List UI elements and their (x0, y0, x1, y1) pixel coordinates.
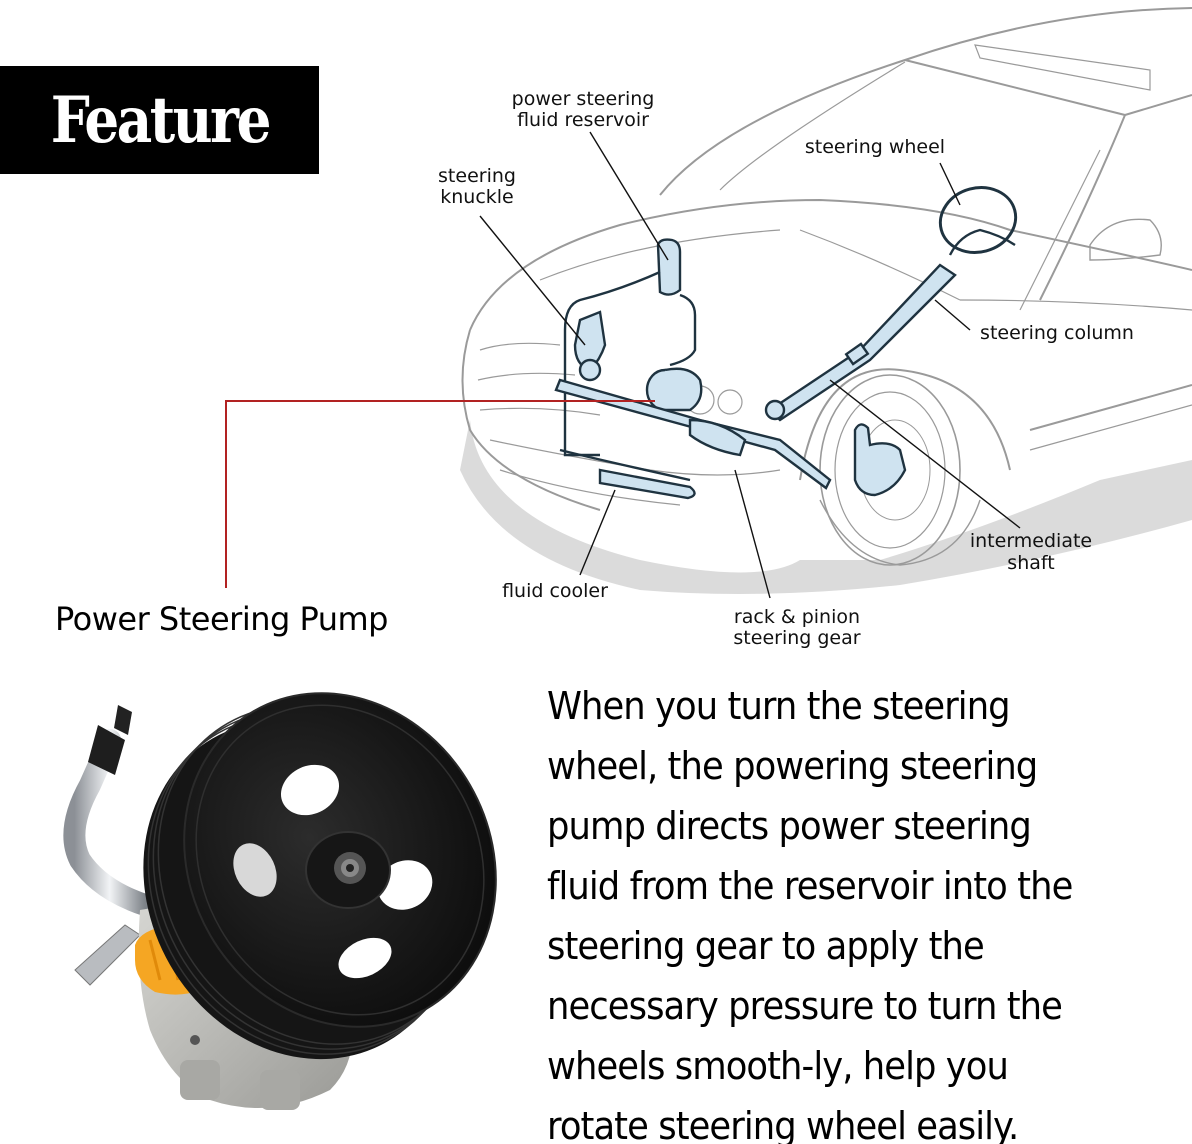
callout-steering-column: steering column (980, 322, 1134, 344)
feature-badge: Feature (0, 66, 319, 174)
pulley-hole (338, 937, 392, 979)
pulley-hole (280, 764, 340, 816)
description-line: pump directs power steering (547, 804, 1032, 848)
power-steering-pump-image (63, 692, 497, 1110)
hose (563, 270, 661, 457)
description-line: When you turn the steering (547, 684, 1011, 728)
description-line: rotate steering wheel easily. (547, 1104, 1019, 1144)
fluid-cooler-shape (598, 468, 696, 500)
rack-shape (554, 378, 832, 490)
description-line: necessary pressure to turn the (547, 984, 1063, 1028)
car-outline (461, 7, 1192, 566)
pulley-hole (233, 843, 277, 897)
leader-lines (479, 131, 1021, 599)
feature-description: When you turn the steering wheel, the po… (547, 676, 1187, 1144)
feature-title: Feature (50, 82, 271, 158)
mounting-bracket (74, 924, 141, 986)
callout-intermediate-shaft-line1: intermediate (970, 530, 1092, 552)
hose (669, 293, 697, 367)
steering-system-diagram: power steering fluid reservoir steering … (225, 7, 1192, 649)
steering-wheel-shape (938, 186, 1018, 254)
car-shadow (460, 420, 1192, 594)
callout-reservoir-line1: power steering (512, 88, 655, 110)
callout-rack-pinion-line1: rack & pinion (734, 606, 860, 628)
description-line: fluid from the reservoir into the (547, 864, 1073, 908)
steering-column-shape (768, 263, 957, 422)
callout-rack-pinion-line2: steering gear (733, 627, 860, 649)
pump-label: Power Steering Pump (55, 600, 388, 638)
callout-knuckle-line1: steering (438, 165, 516, 187)
steering-components (554, 186, 1018, 500)
callout-intermediate-shaft-line2: shaft (1007, 552, 1054, 574)
description-line: wheel, the powering steering (547, 744, 1038, 788)
callout-steering-wheel: steering wheel (805, 136, 945, 158)
pulley-hole (377, 860, 433, 910)
description-line: steering gear to apply the (547, 924, 985, 968)
pump-pointer-line (225, 400, 655, 588)
hose (559, 448, 691, 482)
pipe-fitting (88, 725, 125, 775)
knuckle-right-shape (853, 423, 907, 497)
description-line: wheels smooth-ly, help you (547, 1044, 1009, 1088)
callout-knuckle-line2: knuckle (440, 186, 514, 208)
pressure-pipe (63, 729, 156, 916)
callout-reservoir-line2: fluid reservoir (517, 109, 649, 131)
callout-fluid-cooler: fluid cooler (502, 580, 608, 602)
